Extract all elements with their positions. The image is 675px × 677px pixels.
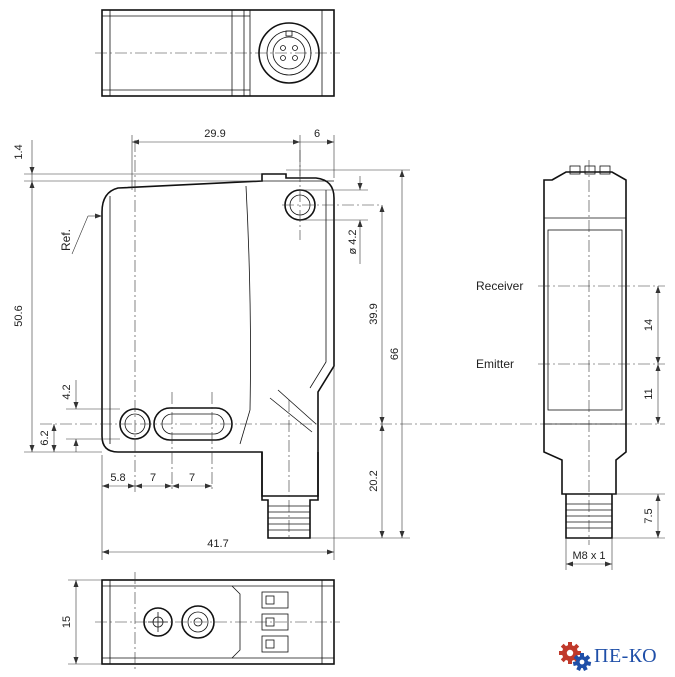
dim-41-7: 41.7 xyxy=(207,538,228,550)
dim-thread: M8 x 1 xyxy=(572,550,605,562)
side-view xyxy=(538,160,665,545)
dim-7-first: 7 xyxy=(150,472,156,484)
logo-text: ПЕ-КО xyxy=(594,645,658,667)
top-connector xyxy=(258,22,320,84)
front-housing-outline xyxy=(101,173,335,497)
dim-11: 11 xyxy=(643,388,655,399)
bottom-view xyxy=(95,572,340,670)
receiver-label: Receiver xyxy=(476,279,523,293)
dim-7-second: 7 xyxy=(189,472,195,484)
dimension-labels: 29.9 6 1.4 50.6 4.2 6.2 5.8 7 7 41.7 ø 4… xyxy=(13,128,655,628)
dim-15: 15 xyxy=(61,616,73,628)
side-housing-outline xyxy=(543,171,627,495)
dim-7-5: 7.5 xyxy=(643,508,655,523)
dimension-lines xyxy=(24,135,665,665)
emitter-label: Emitter xyxy=(476,357,514,371)
dim-50-6: 50.6 xyxy=(13,305,25,326)
dim-66: 66 xyxy=(389,348,401,360)
dip-switches xyxy=(261,591,289,653)
company-logo: ПЕ-КО xyxy=(558,640,673,672)
front-view xyxy=(40,140,665,540)
dim-5-8: 5.8 xyxy=(110,472,125,484)
dim-1-4: 1.4 xyxy=(13,144,25,159)
dim-6-2: 6.2 xyxy=(39,430,51,445)
ref-label: Ref. xyxy=(59,229,73,251)
dim-29-9: 29.9 xyxy=(204,128,225,140)
gear-icon xyxy=(559,642,592,671)
side-lens-window xyxy=(547,229,623,411)
dim-14: 14 xyxy=(643,319,655,331)
top-view xyxy=(95,9,340,97)
dim-6: 6 xyxy=(314,128,320,140)
dim-hole-diameter: ø 4.2 xyxy=(347,229,359,254)
dim-4-2-lower: 4.2 xyxy=(61,384,73,399)
dim-39-9: 39.9 xyxy=(368,303,380,324)
dim-20-2: 20.2 xyxy=(368,470,380,491)
